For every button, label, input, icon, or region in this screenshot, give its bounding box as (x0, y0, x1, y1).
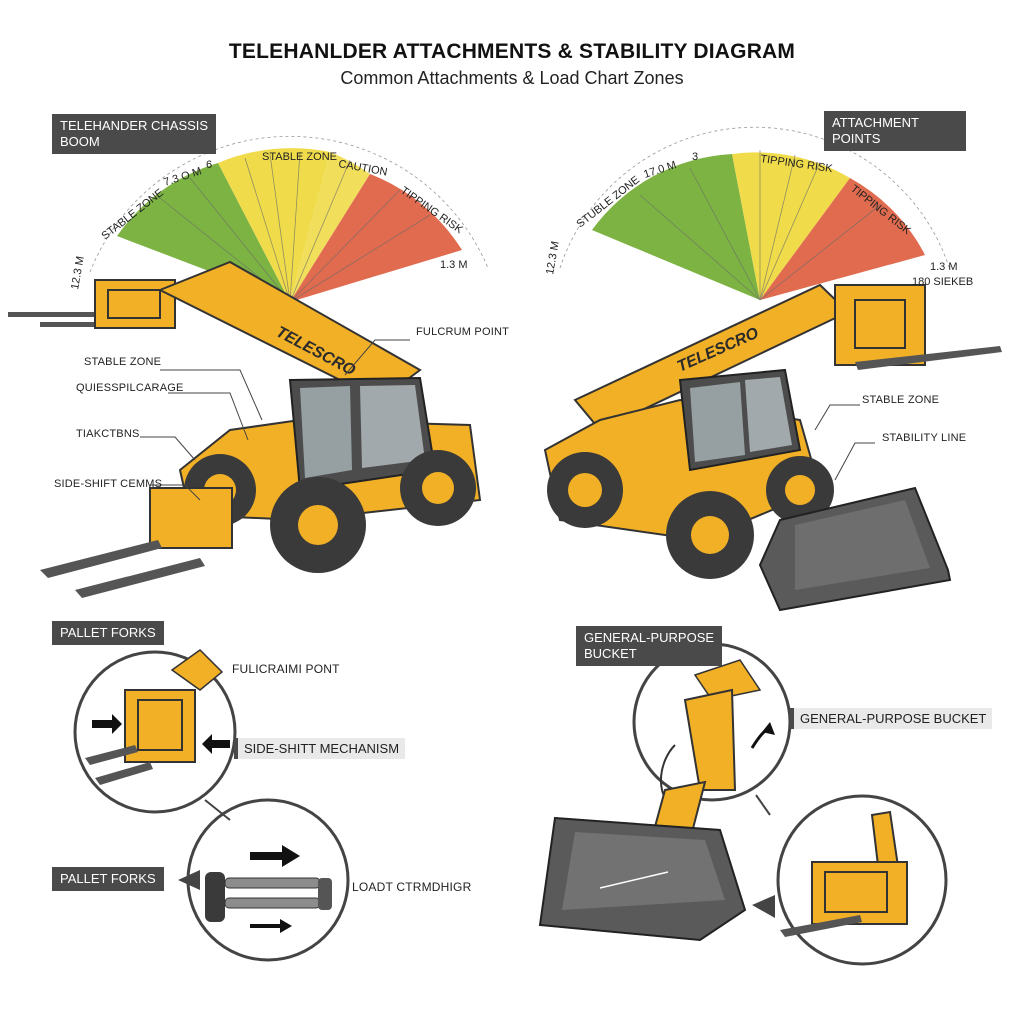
tag-chassis-line1: TELEHANDER CHASSIS (60, 118, 209, 133)
detail-circle-quick-coupler (776, 794, 948, 966)
sideshift-arrow-big-icon (250, 845, 300, 867)
tag-chassis-boom: TELEHANDER CHASSIS BOOM (52, 114, 217, 154)
tag-gp-bucket: GENERAL-PURPOSE BUCKET (576, 626, 723, 666)
tag-pallet-forks-top: PALLET FORKS (52, 621, 164, 645)
label-gp-bucket: GENERAL-PURPOSE BUCKET (790, 708, 993, 729)
label-side-shift-mechanism: SIDE-SHITT MECHANISM (234, 738, 406, 759)
detail-circle-sideshift (186, 798, 350, 962)
callout-tilt-cylinders: TIAKCTBNS (76, 428, 140, 440)
detail-circle-bucket-coupler (632, 642, 792, 806)
left-callout-lines (140, 339, 410, 501)
right-arc-extra: 180 SIEKEB (912, 276, 973, 288)
bucket-detail (538, 780, 747, 942)
left-danger-zone (290, 174, 462, 302)
diagram-subtitle: Common Attachments & Load Chart Zones (340, 68, 684, 88)
left-telehandler: TELESCRO (8, 260, 482, 598)
detail-circle-forks (73, 649, 237, 814)
callout-fulcrum-detail: FULICRAIMI PONT (232, 662, 340, 676)
sideshift-arrow-small-icon (250, 919, 292, 933)
right-telehandler: TELESCRO (543, 283, 1002, 612)
left-arc-label-4: STABLE ZONE (262, 151, 337, 163)
right-callout-lines (814, 404, 875, 481)
left-upper-fork (8, 312, 123, 317)
left-arc-edge-right: 1.3 M (440, 259, 468, 271)
right-arc-edge-left: 12.3 M (544, 240, 562, 275)
bucket-width-arrow (599, 871, 669, 889)
tag-gp-bucket-line1: GENERAL-PURPOSE (584, 630, 715, 645)
left-lower-carriage (149, 487, 233, 549)
right-caution-zone (732, 152, 850, 300)
callout-stable-zone-right: STABLE ZONE (862, 394, 940, 406)
tag-attachment-points: ATTACHMENT POINTS (824, 111, 966, 151)
fork-arrow-right-icon (92, 714, 122, 734)
left-arc-label-3: 6 (206, 159, 212, 171)
right-upper-fork (855, 346, 1002, 370)
right-upper-carriage (834, 284, 926, 366)
diagram-title: TELEHANLDER ATTACHMENTS & STABILITY DIAG… (228, 40, 796, 63)
right-arc-edge-right: 1.3 M (930, 261, 958, 273)
tag-gp-bucket-line2: BUCKET (584, 646, 637, 661)
tag-attachment-line1: ATTACHMENT (832, 115, 919, 130)
left-caution-zone (218, 148, 330, 302)
left-arc-edge-left: 12.3 M (69, 255, 87, 290)
right-arc-label-3: 3 (692, 151, 698, 163)
left-load-chart (89, 135, 489, 303)
label-load-stabilizer: LOADT CTRMDHIGR (352, 880, 472, 894)
fork-arrow-left-icon (202, 734, 230, 754)
tag-pallet-forks-bottom: PALLET FORKS (52, 867, 164, 891)
tag-chassis-line2: BOOM (60, 134, 100, 149)
left-lower-fork (40, 540, 162, 578)
left-boom (157, 260, 422, 402)
callout-stable-zone-left: STABLE ZONE (84, 356, 162, 368)
callout-fulcrum-point: FULCRUM POINT (416, 326, 510, 338)
callout-stability-line: STABILITY LINE (882, 432, 967, 444)
right-danger-zone (760, 178, 925, 300)
right-load-chart (559, 126, 951, 301)
callout-quick-carriage: QUIESSPILCARAGE (76, 382, 184, 394)
tag-attachment-line2: POINTS (832, 131, 881, 146)
callout-side-shift: SIDE-SHIFT CEMMS (54, 478, 163, 490)
